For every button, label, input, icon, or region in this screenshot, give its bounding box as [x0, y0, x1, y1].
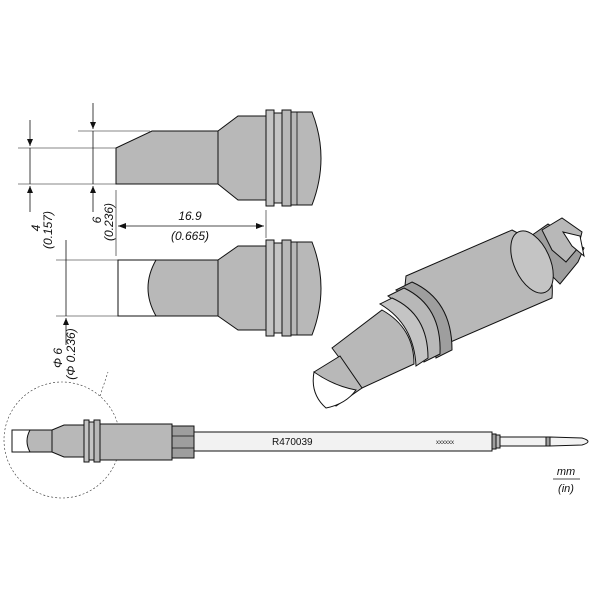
dimension-lines [18, 103, 267, 345]
dim-width-inch: (0.236) [102, 203, 116, 241]
cartridge-code: xxxxxx [436, 440, 454, 446]
unit-primary: mm [557, 466, 575, 478]
dimension-labels: 4 (0.157) 6 (0.236) 16.9 (0.665) Φ 6 (Φ … [29, 203, 209, 380]
tip-side-view [115, 109, 322, 207]
dim-width-mm: 6 [90, 216, 104, 223]
dim-diameter-mm: Φ 6 [51, 348, 65, 368]
dim-diameter-inch: (Φ 0.236) [64, 328, 78, 379]
dim-height-mm: 4 [29, 224, 43, 231]
dim-length-inch: (0.665) [171, 229, 209, 243]
tip-top-view [117, 239, 322, 337]
unit-secondary: (in) [558, 483, 574, 495]
dim-length-mm: 16.9 [178, 209, 202, 223]
dim-height-inch: (0.157) [41, 211, 55, 249]
cartridge-part-number: R470039 [272, 437, 313, 448]
units-legend: mm (in) [553, 466, 580, 495]
tip-isometric-view [312, 217, 585, 409]
cartridge-full-view: R470039 xxxxxx [3, 371, 589, 499]
